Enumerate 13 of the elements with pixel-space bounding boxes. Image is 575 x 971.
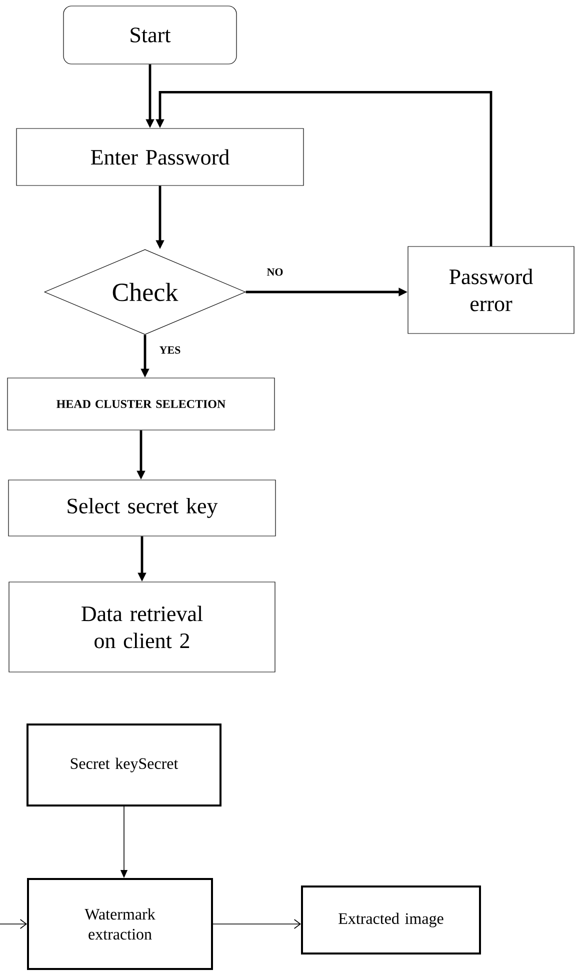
process-box: Select secret key <box>8 480 276 536</box>
start-box: Start <box>63 6 237 64</box>
process-box: Watermark extraction <box>27 878 213 970</box>
process-box: Extracted image <box>301 886 481 954</box>
process-box: Enter Password <box>16 128 304 186</box>
process-box: Data retrieval on client 2 <box>8 582 276 672</box>
edge-label: YES <box>158 345 182 355</box>
process-box: Password error <box>408 246 574 334</box>
process-box: HEAD CLUSTER SELECTION <box>7 378 275 430</box>
process-box: Secret keySecret <box>26 724 222 806</box>
edge-label: NO <box>266 267 284 277</box>
arrow <box>0 919 27 929</box>
arrow <box>212 919 301 929</box>
